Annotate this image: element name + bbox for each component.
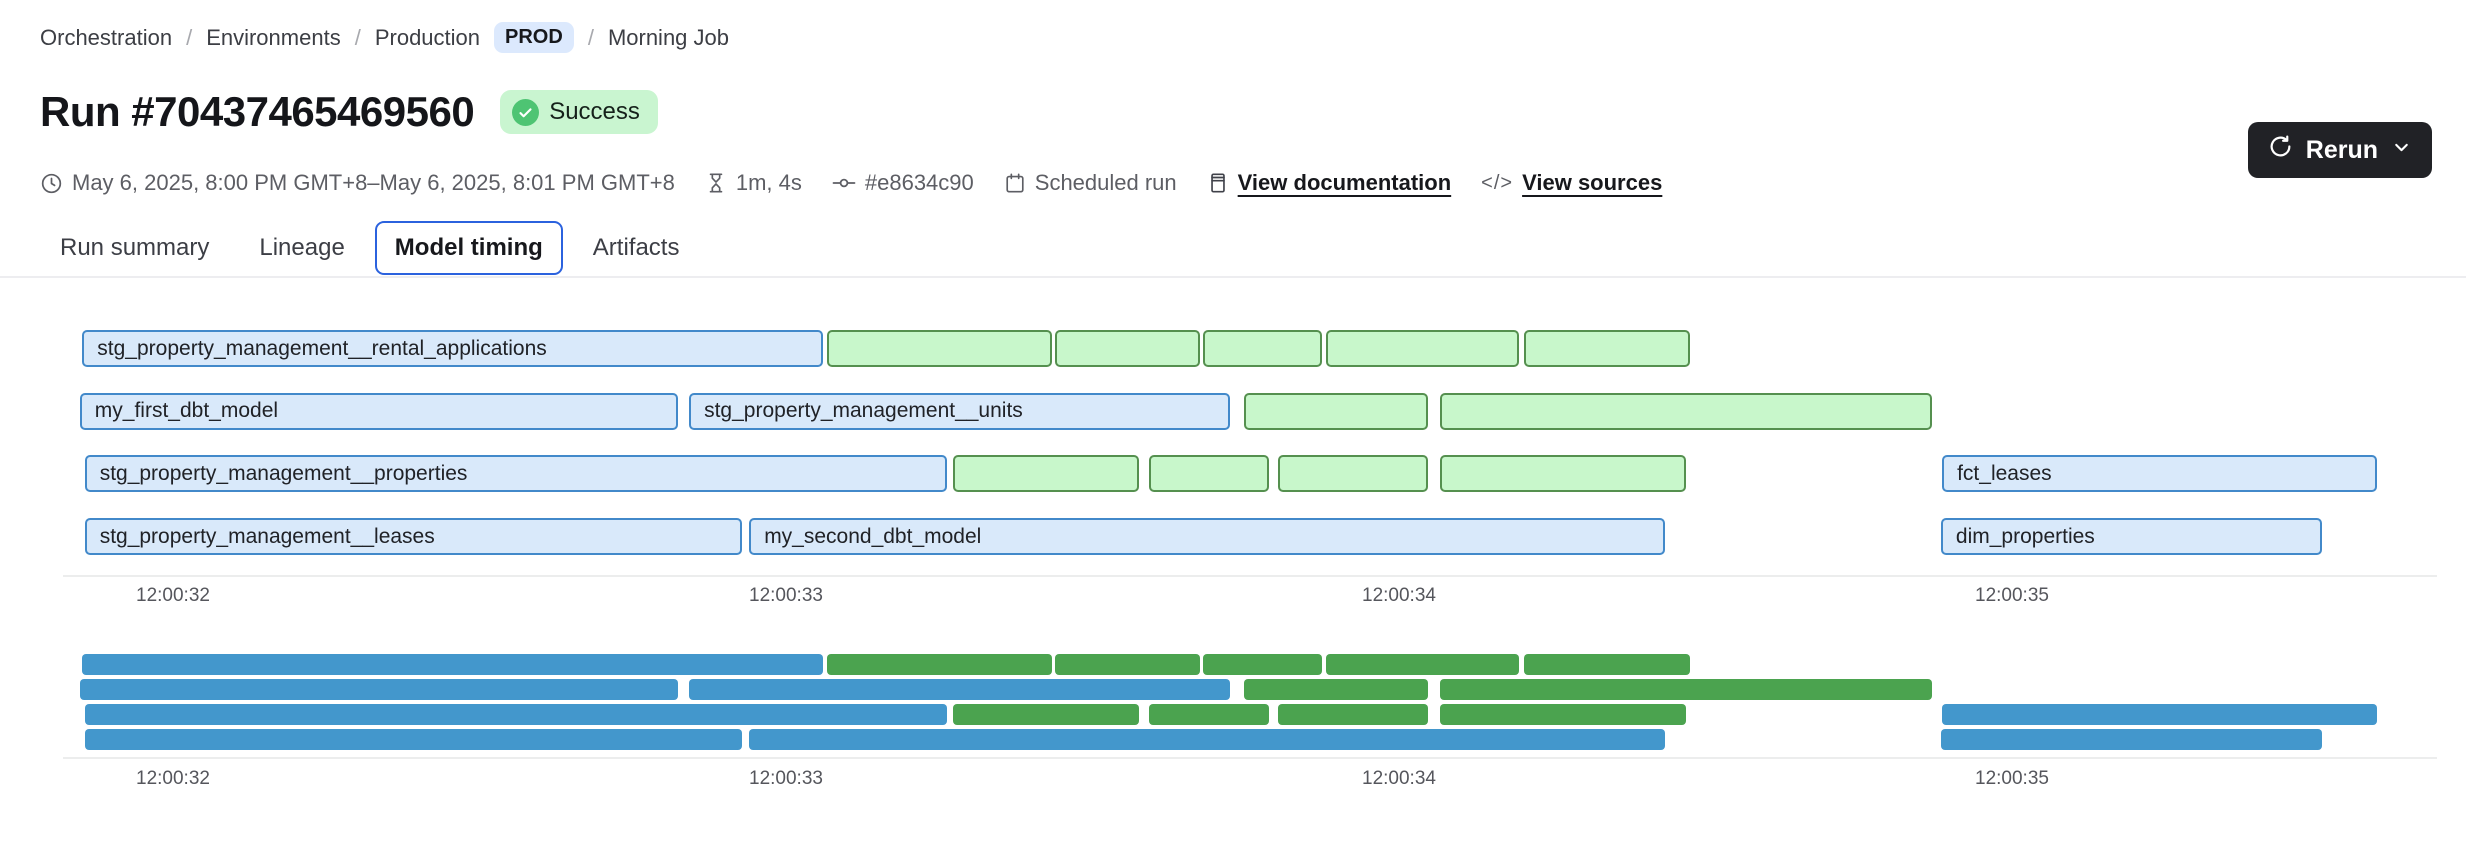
- tabs-divider: [0, 276, 2466, 278]
- minimap-segment[interactable]: [1524, 654, 1691, 675]
- hourglass-icon: [705, 172, 727, 194]
- minimap-segment[interactable]: [1942, 704, 2377, 725]
- refresh-icon: [2268, 134, 2293, 166]
- commit-hash: #e8634c90: [832, 170, 974, 196]
- gantt-segment[interactable]: [1202, 330, 1322, 367]
- gantt-segment[interactable]: stg_property_management__leases: [84, 518, 742, 556]
- minimap-segment[interactable]: [79, 679, 679, 700]
- header: Run #70437465469560 Success: [40, 88, 658, 136]
- minimap-segment[interactable]: [1326, 654, 1520, 675]
- minimap-segment[interactable]: [1202, 654, 1322, 675]
- gantt-segment[interactable]: fct_leases: [1942, 455, 2377, 493]
- gantt-segment[interactable]: [827, 330, 1053, 367]
- minimap-segment[interactable]: [1440, 679, 1932, 700]
- minimap-segment[interactable]: [952, 704, 1140, 725]
- tab-model-timing[interactable]: Model timing: [374, 221, 563, 275]
- breadcrumb-item-orchestration[interactable]: Orchestration: [40, 24, 173, 50]
- calendar-icon: [1004, 172, 1026, 194]
- check-circle-icon: [512, 98, 540, 126]
- gantt-segment[interactable]: [1148, 455, 1269, 493]
- tab-run-summary[interactable]: Run summary: [40, 221, 229, 275]
- gantt-segment[interactable]: [1278, 455, 1428, 493]
- breadcrumb-separator: /: [354, 24, 361, 50]
- clock-icon: [40, 172, 63, 195]
- gantt-segment[interactable]: stg_property_management__properties: [84, 455, 948, 493]
- run-duration-text: 1m, 4s: [735, 170, 802, 195]
- breadcrumb-item-environments[interactable]: Environments: [206, 24, 341, 50]
- document-icon: [1207, 172, 1229, 194]
- gantt-segment[interactable]: [1326, 330, 1520, 367]
- run-date-range-text: May 6, 2025, 8:00 PM GMT+8–May 6, 2025, …: [72, 170, 675, 195]
- run-date-range: May 6, 2025, 8:00 PM GMT+8–May 6, 2025, …: [40, 170, 675, 196]
- view-sources-link[interactable]: View sources: [1522, 170, 1663, 195]
- chevron-down-icon[interactable]: [2391, 136, 2412, 165]
- run-duration: 1m, 4s: [705, 170, 802, 196]
- minimap-segment[interactable]: [82, 654, 823, 675]
- gantt-segment-label: dim_properties: [1955, 524, 2095, 548]
- axis-tick-label: 12:00:35: [1975, 768, 2049, 789]
- gantt-segment-label: fct_leases: [1957, 461, 2052, 485]
- axis-tick-label: 12:00:32: [136, 585, 210, 606]
- breadcrumb-separator: /: [186, 24, 193, 50]
- gantt-segment-label: my_first_dbt_model: [94, 399, 279, 423]
- minimap-segment[interactable]: [1148, 704, 1269, 725]
- minimap-segment[interactable]: [1055, 654, 1200, 675]
- minimap-segment[interactable]: [827, 654, 1053, 675]
- gantt-segment[interactable]: [952, 455, 1140, 493]
- run-trigger-text: Scheduled run: [1034, 170, 1177, 195]
- git-commit-icon: [832, 171, 856, 195]
- breadcrumb-item-morning-job[interactable]: Morning Job: [607, 24, 730, 50]
- minimap-axis-line: [63, 757, 2437, 759]
- gantt-segment[interactable]: my_second_dbt_model: [749, 518, 1665, 556]
- view-documentation[interactable]: View documentation: [1207, 170, 1452, 196]
- gantt-segment-label: stg_property_management__properties: [99, 461, 468, 485]
- environment-badge: PROD: [494, 22, 574, 53]
- gantt-segment[interactable]: my_first_dbt_model: [79, 392, 679, 430]
- minimap-segment[interactable]: [1278, 704, 1428, 725]
- axis-tick-label: 12:00:33: [749, 768, 823, 789]
- axis-tick-label: 12:00:33: [749, 585, 823, 606]
- breadcrumb: Orchestration / Environments / Productio…: [40, 22, 729, 53]
- gantt-segment[interactable]: [1440, 455, 1686, 493]
- gantt-segment-label: stg_property_management__leases: [99, 524, 435, 548]
- gantt-segment[interactable]: [1055, 330, 1200, 367]
- view-documentation-link[interactable]: View documentation: [1237, 170, 1452, 195]
- axis-tick-label: 12:00:32: [136, 768, 210, 789]
- view-sources[interactable]: </> View sources: [1481, 170, 1662, 196]
- rerun-button[interactable]: Rerun: [2247, 122, 2432, 178]
- gantt-segment[interactable]: stg_property_management__rental_applicat…: [82, 330, 823, 367]
- gantt-segment-label: my_second_dbt_model: [764, 524, 982, 548]
- rerun-button-label: Rerun: [2305, 135, 2378, 164]
- minimap-segment[interactable]: [1940, 729, 2323, 750]
- minimap-segment[interactable]: [1243, 679, 1428, 700]
- run-meta-row: May 6, 2025, 8:00 PM GMT+8–May 6, 2025, …: [40, 170, 1662, 196]
- status-badge-label: Success: [549, 98, 640, 125]
- minimap-segment[interactable]: [84, 704, 948, 725]
- run-tabs: Run summary Lineage Model timing Artifac…: [40, 221, 699, 275]
- code-icon: </>: [1481, 171, 1514, 194]
- minimap-segment[interactable]: [689, 679, 1230, 700]
- axis-tick-label: 12:00:34: [1362, 585, 1436, 606]
- minimap-segment[interactable]: [749, 729, 1665, 750]
- breadcrumb-separator: /: [587, 24, 594, 50]
- axis-tick-label: 12:00:34: [1362, 768, 1436, 789]
- status-badge: Success: [500, 90, 658, 134]
- gantt-segment-label: stg_property_management__units: [704, 399, 1023, 423]
- gantt-segment-label: stg_property_management__rental_applicat…: [97, 336, 547, 360]
- gantt-segment[interactable]: stg_property_management__units: [689, 392, 1230, 430]
- gantt-segment[interactable]: [1440, 392, 1932, 430]
- breadcrumb-item-production[interactable]: Production: [374, 24, 481, 50]
- axis-tick-label: 12:00:35: [1975, 585, 2049, 606]
- gantt-segment[interactable]: [1243, 392, 1428, 430]
- tab-lineage[interactable]: Lineage: [239, 221, 364, 275]
- run-trigger: Scheduled run: [1004, 170, 1177, 196]
- page-title: Run #70437465469560: [40, 88, 475, 135]
- tab-artifacts[interactable]: Artifacts: [573, 221, 700, 275]
- gantt-segment[interactable]: [1524, 330, 1691, 367]
- gantt-axis-line: [63, 575, 2437, 577]
- minimap-segment[interactable]: [84, 729, 742, 750]
- commit-hash-text[interactable]: #e8634c90: [864, 170, 974, 195]
- minimap-segment[interactable]: [1440, 704, 1686, 725]
- gantt-segment[interactable]: dim_properties: [1940, 518, 2323, 556]
